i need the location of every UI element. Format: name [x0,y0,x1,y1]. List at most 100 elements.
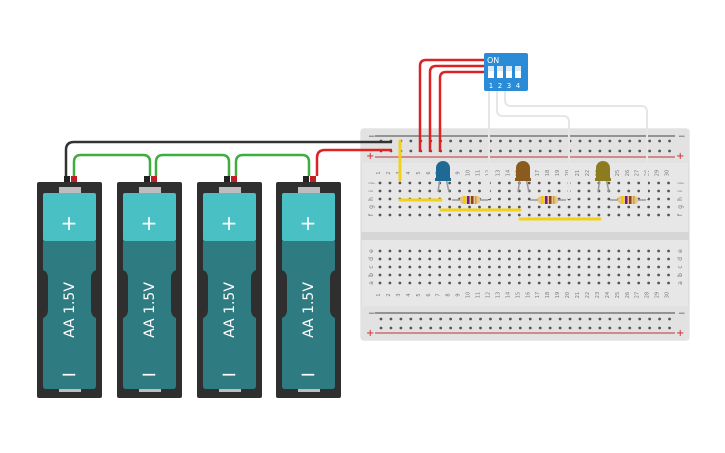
breadboard-hole[interactable] [448,281,452,285]
breadboard-hole[interactable] [468,189,471,193]
breadboard-hole[interactable] [458,181,461,185]
breadboard-hole[interactable] [418,205,422,209]
rail-hole[interactable] [439,317,443,321]
wire-red-switch-1[interactable] [418,58,488,152]
breadboard-hole[interactable] [488,205,491,209]
rail-hole[interactable] [548,326,552,330]
rail-hole[interactable] [409,149,413,153]
dip-toggle-knob[interactable] [506,66,512,71]
breadboard-hole[interactable] [408,273,412,277]
breadboard-hole[interactable] [637,181,641,185]
breadboard-hole[interactable] [388,249,392,253]
rail-hole[interactable] [508,317,512,321]
rail-hole[interactable] [588,326,592,330]
breadboard-hole[interactable] [667,273,670,277]
breadboard-hole[interactable] [637,189,641,193]
rail-hole[interactable] [528,326,532,330]
breadboard-hole[interactable] [428,281,432,285]
rail-hole[interactable] [538,139,542,143]
breadboard-hole[interactable] [587,205,591,209]
breadboard-hole[interactable] [587,181,591,185]
breadboard-hole[interactable] [657,273,660,277]
breadboard-hole[interactable] [587,265,591,269]
rail-hole[interactable] [479,149,482,153]
breadboard-hole[interactable] [607,265,611,269]
breadboard-hole[interactable] [627,213,631,217]
breadboard-hole[interactable] [408,281,412,285]
breadboard-hole[interactable] [667,265,670,269]
breadboard-hole[interactable] [567,213,571,217]
breadboard-hole[interactable] [378,249,382,253]
breadboard-hole[interactable] [587,281,591,285]
breadboard-hole[interactable] [607,273,611,277]
rail-hole[interactable] [429,326,433,330]
breadboard-hole[interactable] [627,281,631,285]
rail-hole[interactable] [618,139,622,143]
breadboard-hole[interactable] [498,189,501,193]
breadboard-hole[interactable] [537,281,541,285]
rail-hole[interactable] [668,326,671,330]
breadboard-hole[interactable] [488,265,491,269]
rail-hole[interactable] [499,317,502,321]
breadboard-hole[interactable] [527,249,531,253]
breadboard-hole[interactable] [448,197,452,201]
breadboard-hole[interactable] [667,205,670,209]
battery-terminal-positive[interactable] [71,176,77,184]
breadboard-hole[interactable] [488,273,491,277]
breadboard-hole[interactable] [617,181,621,185]
rail-hole[interactable] [628,317,632,321]
breadboard-hole[interactable] [468,281,471,285]
led-blue[interactable] [435,161,451,193]
battery-terminal-negative[interactable] [144,176,150,184]
breadboard-hole[interactable] [647,213,651,217]
breadboard-hole[interactable] [507,281,511,285]
rail-hole[interactable] [518,149,522,153]
breadboard-hole[interactable] [577,189,581,193]
rail-hole[interactable] [449,317,453,321]
breadboard-hole[interactable] [547,281,551,285]
rail-hole[interactable] [459,317,462,321]
led-orange[interactable] [515,161,531,193]
rail-hole[interactable] [558,326,562,330]
breadboard-hole[interactable] [607,197,611,201]
breadboard-hole[interactable] [438,281,442,285]
breadboard-hole[interactable] [597,273,601,277]
breadboard-hole[interactable] [517,213,521,217]
breadboard-hole[interactable] [438,265,442,269]
rail-hole[interactable] [558,317,562,321]
breadboard-hole[interactable] [597,205,601,209]
breadboard-hole[interactable] [478,213,481,217]
breadboard-hole[interactable] [458,273,461,277]
breadboard-hole[interactable] [527,273,531,277]
breadboard-hole[interactable] [478,189,481,193]
rail-hole[interactable] [459,139,462,143]
breadboard-hole[interactable] [647,273,651,277]
breadboard-hole[interactable] [667,197,670,201]
breadboard-hole[interactable] [388,213,392,217]
wire-green-1[interactable] [72,153,152,176]
breadboard-hole[interactable] [637,281,641,285]
breadboard-hole[interactable] [537,213,541,217]
dip-toggle-slot[interactable] [497,66,503,78]
wire-red-power[interactable] [315,148,392,176]
breadboard-hole[interactable] [627,181,631,185]
breadboard-hole[interactable] [597,265,601,269]
breadboard-hole[interactable] [468,181,471,185]
breadboard-hole[interactable] [458,205,461,209]
breadboard-hole[interactable] [388,257,392,261]
rail-hole[interactable] [479,317,482,321]
breadboard-hole[interactable] [507,257,511,261]
breadboard-hole[interactable] [627,257,631,261]
breadboard-hole[interactable] [587,189,591,193]
breadboard-hole[interactable] [557,257,561,261]
rail-hole[interactable] [658,139,661,143]
rail-hole[interactable] [469,317,472,321]
rail-hole[interactable] [618,317,622,321]
breadboard-hole[interactable] [647,205,651,209]
breadboard-hole[interactable] [398,273,402,277]
breadboard-hole[interactable] [388,205,392,209]
breadboard-hole[interactable] [557,249,561,253]
rail-hole[interactable] [528,149,532,153]
rail-hole[interactable] [588,317,592,321]
wire-red-switch-3[interactable] [438,70,488,152]
